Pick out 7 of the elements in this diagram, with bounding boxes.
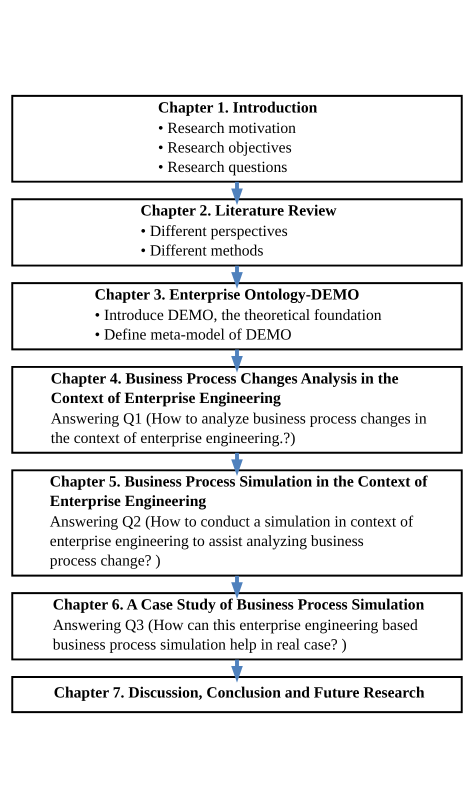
- node-box: Chapter 6. A Case Study of Business Process Simulation Answering Q3 (How can this enterprise engineering based business process simulation help in real case? ): [11, 592, 463, 660]
- node-box: Chapter 7. Discussion, Conclusion and Future Research: [11, 676, 463, 713]
- node-box: Chapter 2. Literature Review • Different perspectives • Different methods: [11, 198, 463, 266]
- node-box: Chapter 3. Enterprise Ontology-DEMO • Introduce DEMO, the theoretical foundation • Define meta-model of DEMO: [11, 282, 463, 350]
- node-box: Chapter 5. Business Process Simulation in the Context of Enterprise Engineering Answering Q2 (How to conduct a simulation in context of enterprise engineering to assist analyzing business process change? ): [11, 468, 463, 576]
- node-box: Chapter 4. Business Process Changes Analysis in the Context of Enterprise Engineering Answering Q1 (How to analyze business process changes in the context of enterprise engineering.?): [11, 365, 463, 454]
- node-box: Chapter 1. Introduction • Research motivation • Research objectives • Research questions: [11, 94, 463, 182]
